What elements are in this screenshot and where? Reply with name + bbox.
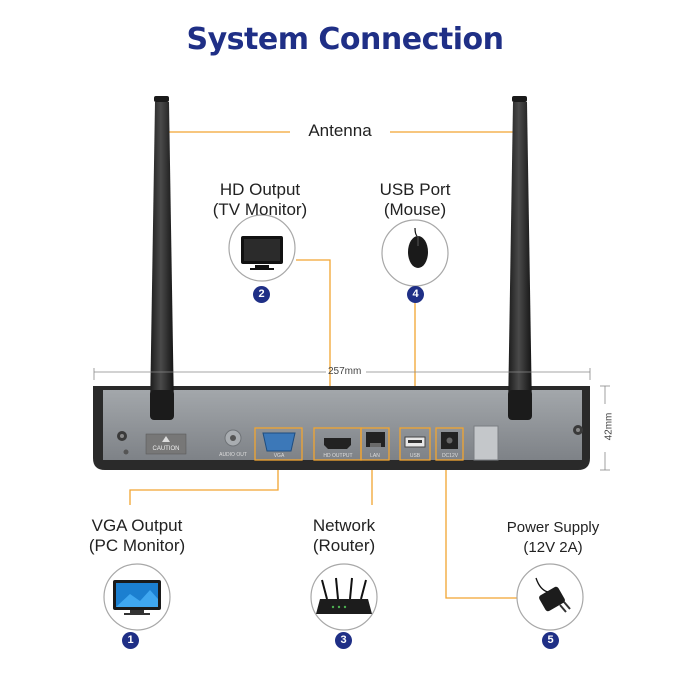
network-subtitle: (Router) [312,536,376,555]
page-title: System Connection [186,22,504,57]
vga-port [262,432,296,452]
aux-connector [473,425,499,461]
badge-1: 1 [122,632,139,649]
usb-subtitle: (Mouse) [383,200,447,219]
badge-3: 3 [335,632,352,649]
antenna-right [508,96,532,420]
vga-subtitle: (PC Monitor) [88,536,186,555]
nvr-back-panel [93,386,590,470]
dc-port-label: DC12V [441,453,459,459]
hdmi-subtitle: (TV Monitor) [212,200,308,219]
usb-port-highlight [399,427,431,461]
pc-monitor-icon [113,580,161,615]
tv-monitor-icon [241,236,283,270]
power-leader [445,462,518,599]
vga-connection-label: VGA Output (PC Monitor) [62,516,212,556]
antenna-label: Antenna [290,121,390,141]
audio-port-label: AUDIO OUT [219,452,247,458]
vga-port-label: VGA [273,453,285,459]
power-subtitle: (12V 2A) [523,539,583,556]
network-title: Network [312,516,376,535]
vga-port-highlight [254,427,303,461]
router-icon [316,577,372,614]
power-title: Power Supply [506,519,600,536]
vga-title: VGA Output [91,516,183,535]
vga-leader [129,460,279,505]
usb-title: USB Port [379,180,451,199]
hdmi-title: HD Output [219,180,301,199]
height-dimension: 42mm [603,412,615,441]
width-dimension: 257mm [328,366,362,377]
caution-text: CAUTION [152,446,180,452]
badge-4: 4 [407,286,424,303]
dimension-lines [93,368,610,471]
caution-label [145,433,187,455]
network-connection-label: Network (Router) [274,516,414,556]
leader-lines [129,131,520,599]
lan-port-highlight [360,427,390,461]
power-connection-label: Power Supply (12V 2A) [478,518,628,558]
badge-2: 2 [253,286,270,303]
circle-network [310,563,378,631]
hdmi-leader [296,259,331,445]
power-adapter-icon [535,577,571,613]
usb-port-label: USB [409,453,421,459]
hdmi-port [324,438,351,449]
lan-port-label: LAN [370,453,380,459]
dc-port-highlight [435,427,464,461]
mouse-icon [408,227,428,268]
antenna-left [150,96,174,420]
hdmi-connection-label: HD Output (TV Monitor) [190,180,330,220]
usb-connection-label: USB Port (Mouse) [345,180,485,220]
hdmi-port-label: HD OUTPUT [323,453,353,459]
badge-5: 5 [542,632,559,649]
